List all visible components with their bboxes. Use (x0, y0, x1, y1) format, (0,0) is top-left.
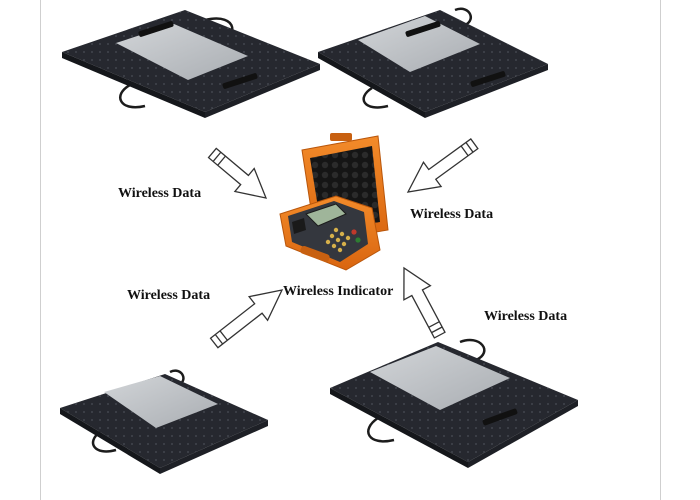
hollow-arrow-icon (207, 138, 479, 349)
weighing-pad-bottom-right (330, 338, 578, 468)
label-wireless-data-bottom-left: Wireless Data (127, 288, 211, 303)
wireless-indicator-case-icon (279, 133, 389, 271)
label-wireless-indicator: Wireless Indicator (283, 284, 394, 299)
weighing-pad-top-left (62, 10, 320, 118)
weighing-pad-bottom-left (60, 369, 268, 474)
weighing-pad-top-right (318, 7, 548, 118)
frame-line-left (40, 0, 41, 500)
label-wireless-data-bottom-right: Wireless Data (484, 309, 568, 324)
label-wireless-data-top-right: Wireless Data (410, 207, 494, 222)
label-wireless-data-top-left: Wireless Data (118, 186, 202, 201)
frame-line-right (660, 0, 661, 500)
